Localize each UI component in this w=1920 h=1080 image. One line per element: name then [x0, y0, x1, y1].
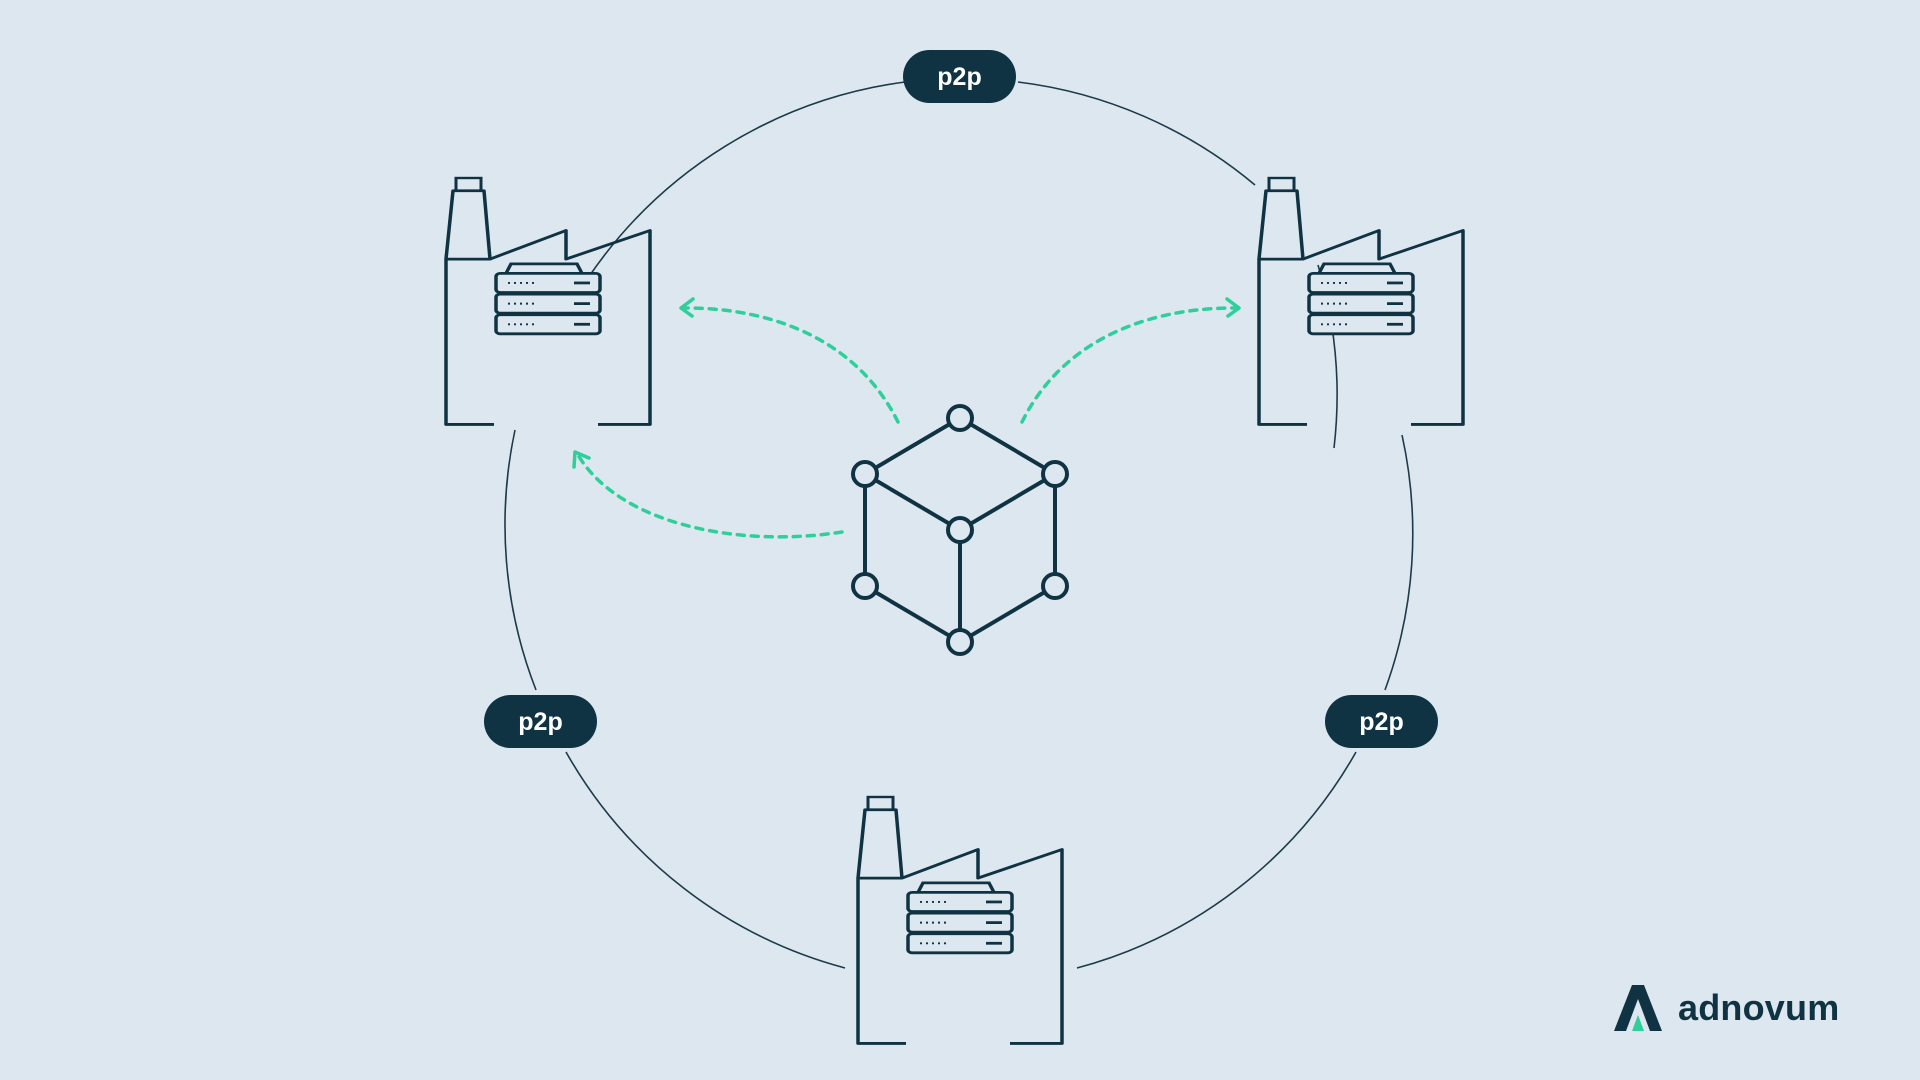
p2p-label-top: p2p: [937, 63, 981, 91]
distribution-arrows: [576, 306, 1236, 539]
p2p-label-right: p2p: [1359, 708, 1403, 736]
p2p-badge-top: p2p: [903, 50, 1016, 103]
factory-server-icon: [444, 176, 652, 427]
brand-name: adnovum: [1678, 987, 1840, 1028]
adnovum-logo-icon: [1614, 985, 1662, 1031]
p2p-badge-right: p2p: [1325, 695, 1438, 748]
arrow-heads: [572, 297, 1241, 469]
blockchain-cube-icon: [851, 404, 1069, 656]
factory-server-icon: [1257, 176, 1465, 427]
factory-server-icon: [856, 795, 1064, 1046]
p2p-badge-left: p2p: [484, 695, 597, 748]
brand-logo: adnovum: [1612, 982, 1839, 1034]
p2p-label-left: p2p: [518, 708, 562, 736]
